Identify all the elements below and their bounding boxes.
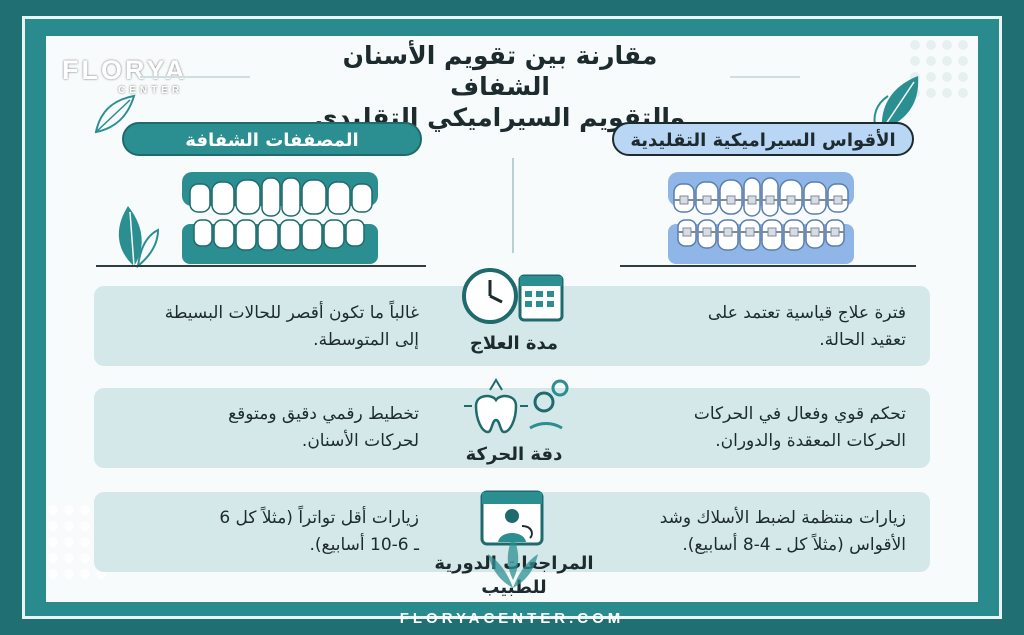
row-precision-label: دقة الحركة (465, 444, 563, 465)
doctor-calendar-icon (480, 490, 544, 546)
row-visits-ceramic-text: زيارات منتظمة لضبط الأسلاك وشد الأقواس (… (659, 508, 906, 555)
row-duration-aligners-text: غالباً ما تكون أقصر للحالات البسيطة إلى … (164, 303, 419, 350)
decor-line (96, 265, 426, 267)
row-precision-aligners-text: تخطيط رقمي دقيق ومتوقع لحركات الأسنان. (228, 404, 419, 451)
brand-watermark-icon (488, 536, 538, 588)
leaf-icon (118, 206, 160, 268)
decor-line (730, 76, 800, 78)
leaf-icon (94, 94, 136, 134)
column-title-aligners: المصففات الشفافة (122, 122, 422, 156)
brand-logo-sub: CENTER (118, 85, 184, 96)
row-precision-ceramic-text: تحكم قوي وفعال في الحركات الحركات المعقد… (693, 404, 906, 451)
tooth-gears-icon (464, 378, 569, 434)
brand-logo: FLORYA (62, 55, 188, 85)
decor-line (620, 265, 916, 267)
footer-website[interactable]: FLORYACENTER.COM (399, 610, 625, 627)
row-duration-ceramic-text: فترة علاج قياسية تعتمد على تعقيد الحالة. (707, 303, 906, 350)
row-visits-aligners-text: زيارات أقل تواتراً (مثلاً كل 6 ـ 6-10 أس… (219, 508, 419, 555)
clock-calendar-icon (462, 268, 564, 324)
page-title: مقارنة بين تقويم الأسنان الشفاف والتقويم… (300, 40, 700, 133)
ceramic-braces-teeth-icon (668, 172, 854, 264)
title-line-1: مقارنة بين تقويم الأسنان الشفاف (342, 41, 658, 101)
column-title-ceramic: الأقواس السيراميكية التقليدية (612, 122, 914, 156)
row-duration-label: مدة العلاج (469, 333, 559, 354)
column-divider (512, 158, 514, 253)
clear-aligner-teeth-icon (182, 172, 378, 264)
row-visits-label: المراجعات الدورية للطبيب (434, 553, 594, 598)
decor-line (140, 76, 250, 78)
